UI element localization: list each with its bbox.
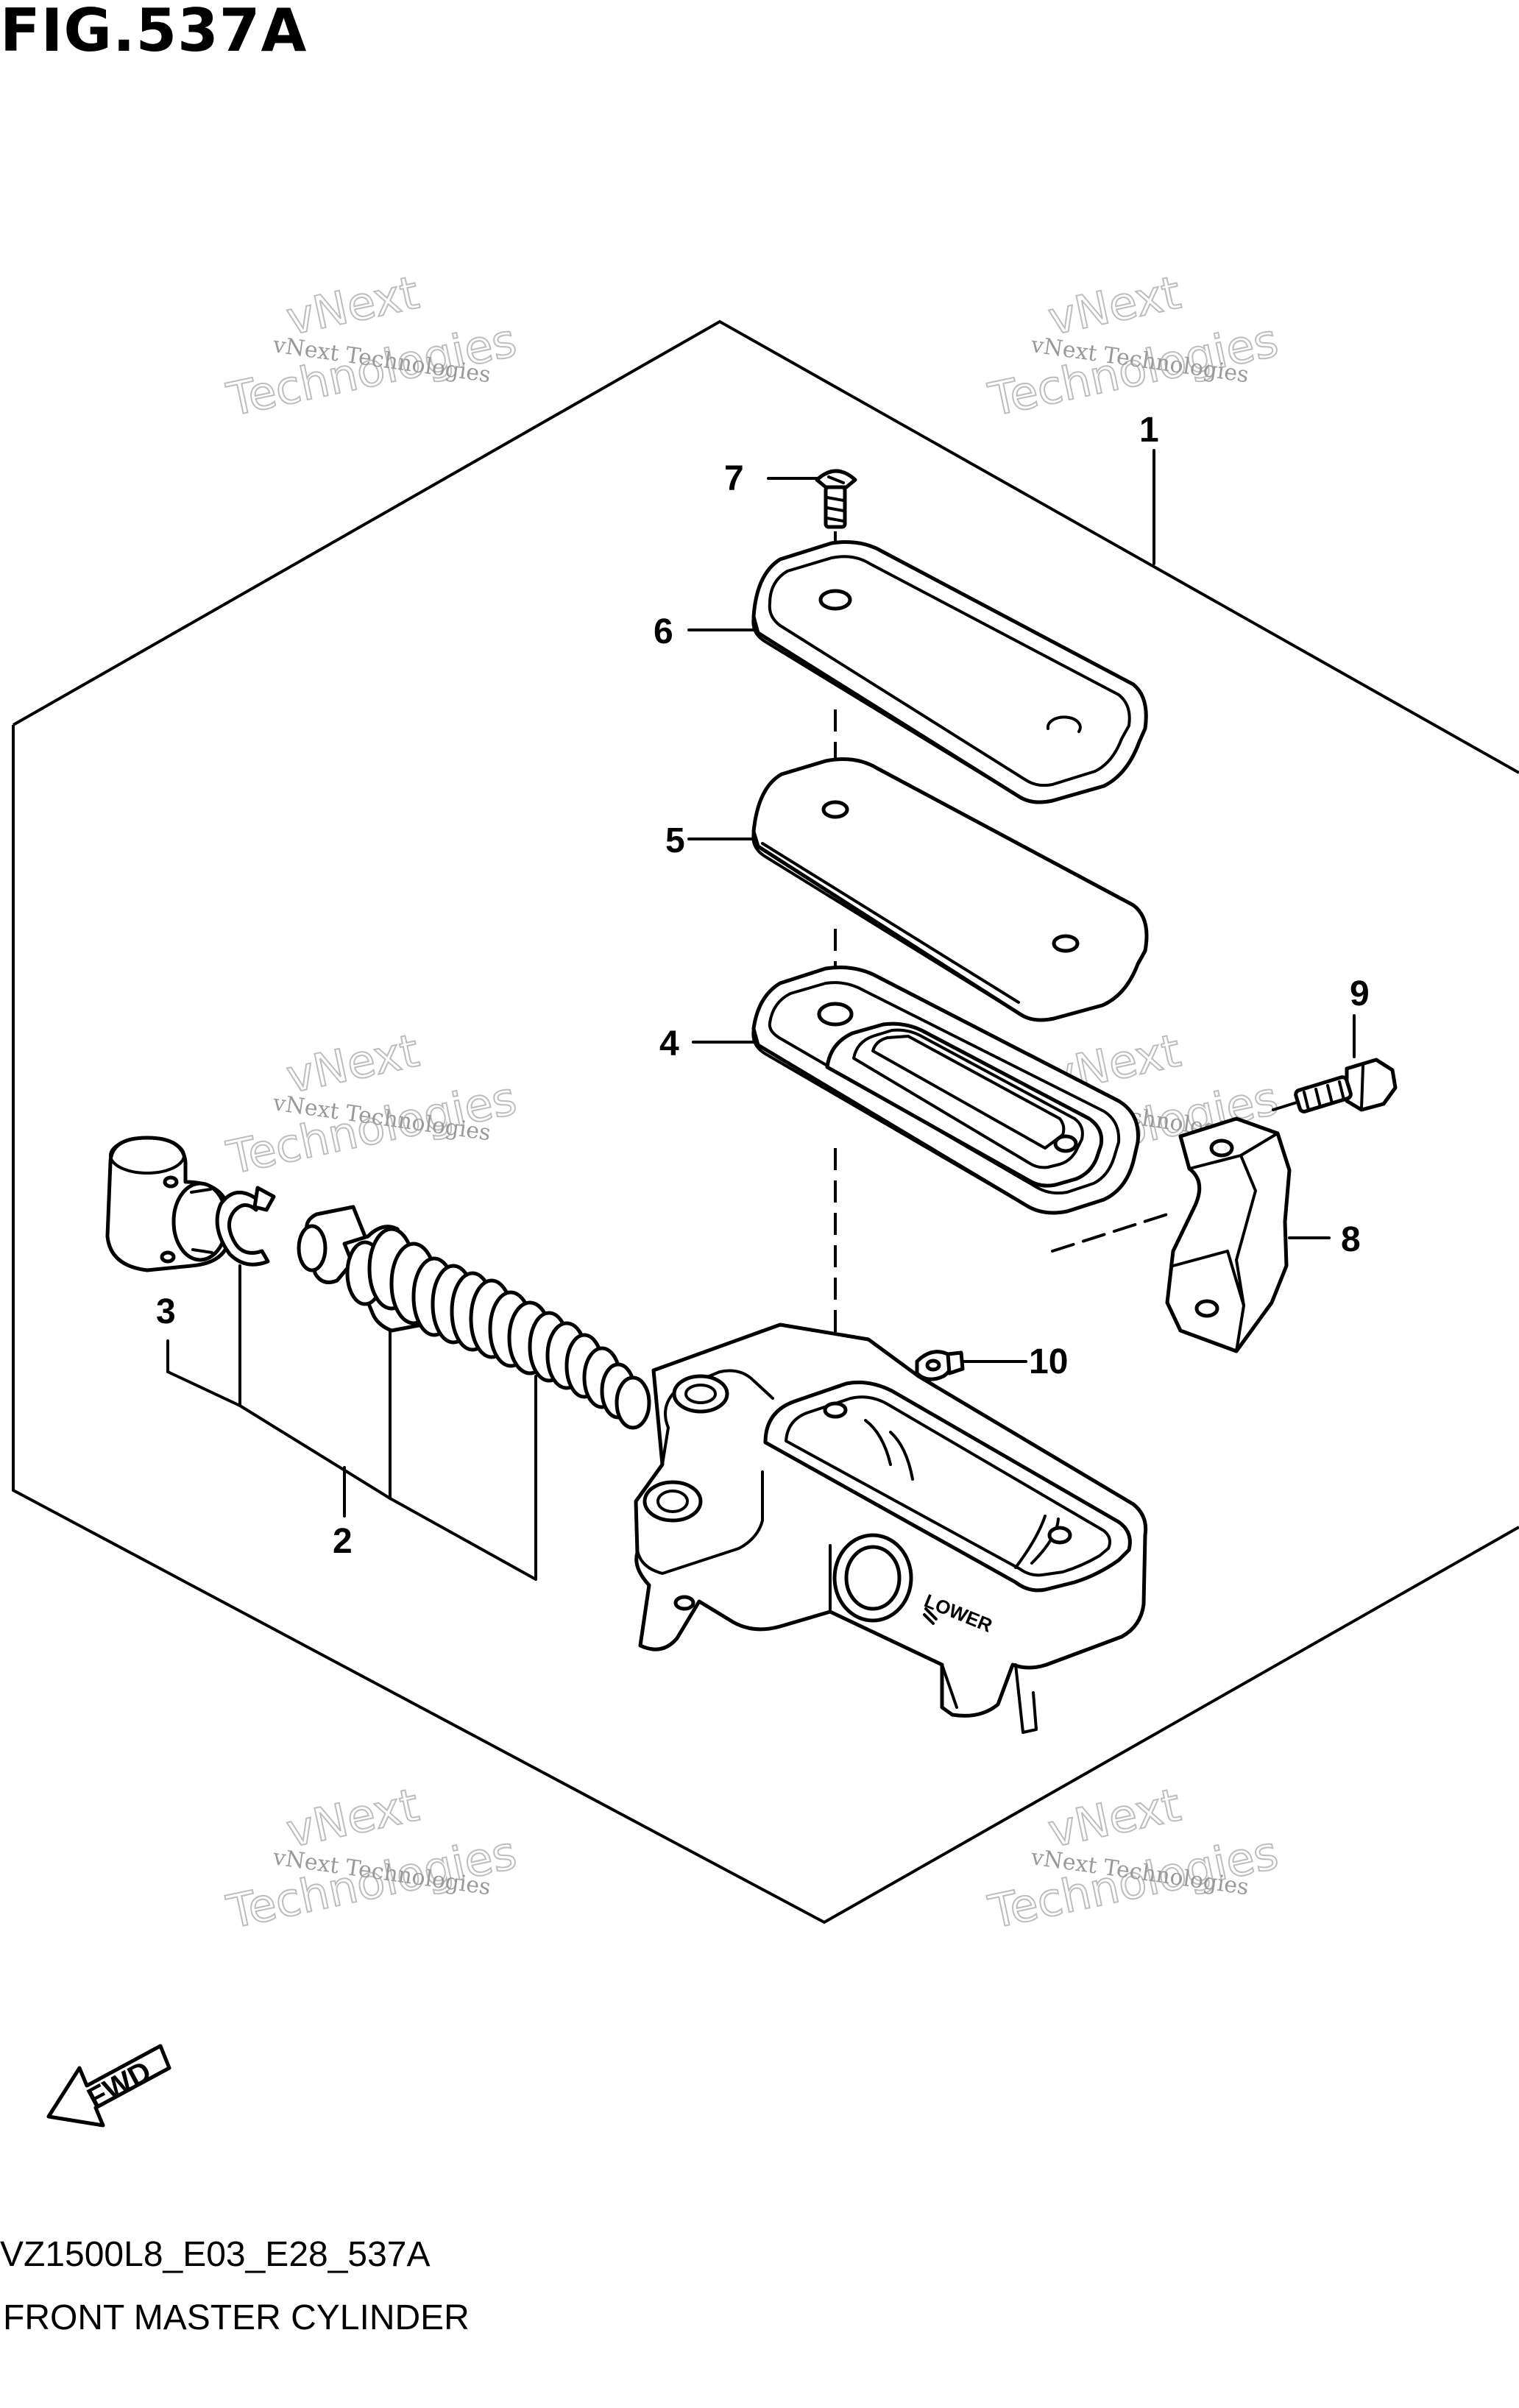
watermark-middle-left: vNext Technologies vNext Technologies	[222, 1023, 522, 1186]
fwd-arrow: FWD	[46, 2044, 171, 2128]
svg-text:vNext: vNext	[282, 266, 423, 346]
callout-1: 1	[1139, 411, 1159, 450]
reservoir-cap-part-6	[751, 540, 1148, 804]
watermark-bottom-left: vNext Technologies vNext Technologies	[222, 1777, 522, 1940]
bolt-part-9	[1294, 1058, 1398, 1113]
assembly-outline	[12, 319, 1519, 1924]
clamp-part-8	[1165, 1116, 1292, 1353]
spring-coils	[411, 1256, 651, 1430]
callout-3: 3	[156, 1292, 176, 1331]
svg-text:vNext: vNext	[282, 1778, 423, 1858]
svg-text:vNext: vNext	[1044, 266, 1185, 346]
callout-7: 7	[724, 459, 744, 498]
screw-part-7	[815, 469, 857, 529]
callout-9: 9	[1350, 974, 1370, 1013]
piston-spring-set-part-2	[297, 1205, 651, 1430]
diaphragm-part-4	[751, 966, 1140, 1215]
clip-part-10	[915, 1350, 965, 1381]
callout-5: 5	[665, 821, 685, 860]
callout-6: 6	[654, 612, 673, 651]
callout-2: 2	[333, 1522, 353, 1561]
callout-4: 4	[659, 1024, 679, 1063]
diaphragm-plate-part-5	[751, 757, 1149, 1022]
watermark-top-right: vNext Technologies vNext Technologies	[983, 265, 1283, 428]
callout-8: 8	[1341, 1220, 1361, 1259]
watermark-top-left: vNext Technologies vNext Technologies	[222, 265, 522, 428]
leader-lines	[166, 449, 1356, 1581]
circlip-part-3	[215, 1186, 276, 1267]
callout-labels: 1 2 3 4 5 6 7 8 9 10	[156, 411, 1370, 1561]
svg-text:FWD: FWD	[82, 2055, 157, 2115]
svg-text:vNext: vNext	[282, 1024, 423, 1104]
figure-title: FIG.537A	[0, 0, 308, 65]
svg-text:vNext: vNext	[1044, 1778, 1185, 1858]
diagram-code: VZ1500L8_E03_E28_537A	[0, 2235, 431, 2274]
diagram-name: FRONT MASTER CYLINDER	[3, 2298, 470, 2337]
callout-10: 10	[1029, 1342, 1068, 1381]
boot-part-3	[105, 1136, 232, 1272]
master-cylinder-body: LOWER	[634, 1322, 1148, 1734]
watermark-bottom-right: vNext Technologies vNext Technologies	[983, 1777, 1283, 1940]
